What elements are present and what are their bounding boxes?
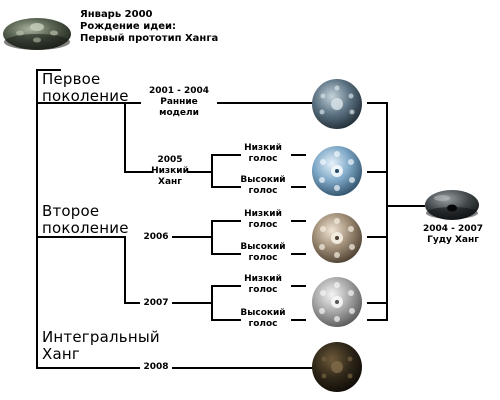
y2005-high-voice-line1: Высокий	[240, 175, 286, 185]
y2005-high-voice-line2: голос	[248, 186, 278, 196]
gen2-heading: Второе поколение	[42, 203, 129, 237]
y2007-low-voice-line1: Низкий	[244, 274, 282, 284]
y2006-low-voice-line2: голос	[248, 220, 278, 230]
gudu-name: Гуду Ханг	[427, 235, 479, 245]
hang-prototype-icon	[3, 18, 71, 50]
gen1-heading: Первое поколение	[42, 71, 129, 105]
y2007-label: 2007	[140, 298, 172, 309]
hang-2007-icon	[312, 277, 362, 327]
y2005-low: Низкий	[151, 166, 189, 176]
early-models-word2: модели	[159, 108, 199, 118]
y2005-hang: Ханг	[158, 177, 182, 187]
y2005-high-voice-label: Высокий голос	[234, 175, 292, 197]
early-models-word1: Ранние	[160, 97, 198, 107]
gen2-branch-line	[36, 236, 141, 304]
gen1-heading-line1: Первое	[42, 70, 101, 88]
hang-early-model-icon	[312, 79, 362, 129]
y2005-low-voice-line1: Низкий	[244, 143, 282, 153]
trunk-line	[36, 69, 313, 369]
y2007-low-voice-label: Низкий голос	[234, 274, 292, 296]
y2006-high-voice-label: Высокий голос	[234, 242, 292, 264]
y2007-high-voice-line1: Высокий	[240, 308, 286, 318]
origin-label: Январь 2000 Рождение идеи: Первый протот…	[80, 9, 218, 45]
gudu-bracket-line	[367, 102, 388, 321]
origin-date: Январь 2000	[80, 9, 153, 20]
early-models-label: 2001 - 2004 Ранние модели	[140, 86, 218, 119]
y2006-label: 2006	[140, 232, 172, 243]
y2008-label: 2008	[140, 362, 172, 373]
y2005-label: 2005 Низкий Ханг	[150, 155, 190, 188]
gen2-heading-line2: поколение	[42, 219, 129, 237]
gen1-heading-line2: поколение	[42, 87, 129, 105]
y2005-low-voice-line2: голос	[248, 154, 278, 164]
y2006-low-voice-line1: Низкий	[244, 209, 282, 219]
gen2-heading-line1: Второе	[42, 202, 100, 220]
gudu-hang-icon	[425, 190, 479, 220]
y2006-high-voice-line2: голос	[248, 253, 278, 263]
gudu-label: 2004 - 2007 Гуду Ханг	[418, 224, 488, 246]
y2007-low-voice-line2: голос	[248, 285, 278, 295]
y2007-high-voice-line2: голос	[248, 319, 278, 329]
integral-heading: Интегральный Ханг	[42, 329, 160, 363]
y2006-high-voice-line1: Высокий	[240, 242, 286, 252]
gudu-years: 2004 - 2007	[422, 224, 484, 234]
hang-2006-icon	[312, 213, 362, 263]
origin-idea: Рождение идеи:	[80, 21, 177, 32]
hang-2005-icon	[312, 146, 362, 196]
y2006-low-voice-label: Низкий голос	[234, 209, 292, 231]
integral-heading-line2: Ханг	[42, 345, 80, 363]
gen1-branch-line	[36, 102, 153, 173]
integral-heading-line1: Интегральный	[42, 328, 160, 346]
early-models-years: 2001 - 2004	[148, 86, 210, 96]
origin-prototype: Первый прототип Ханга	[80, 33, 219, 44]
hang-integral-icon	[312, 342, 362, 392]
y2005-low-voice-label: Низкий голос	[234, 143, 292, 165]
y2007-high-voice-label: Высокий голос	[234, 308, 292, 330]
y2005-year: 2005	[157, 155, 183, 165]
